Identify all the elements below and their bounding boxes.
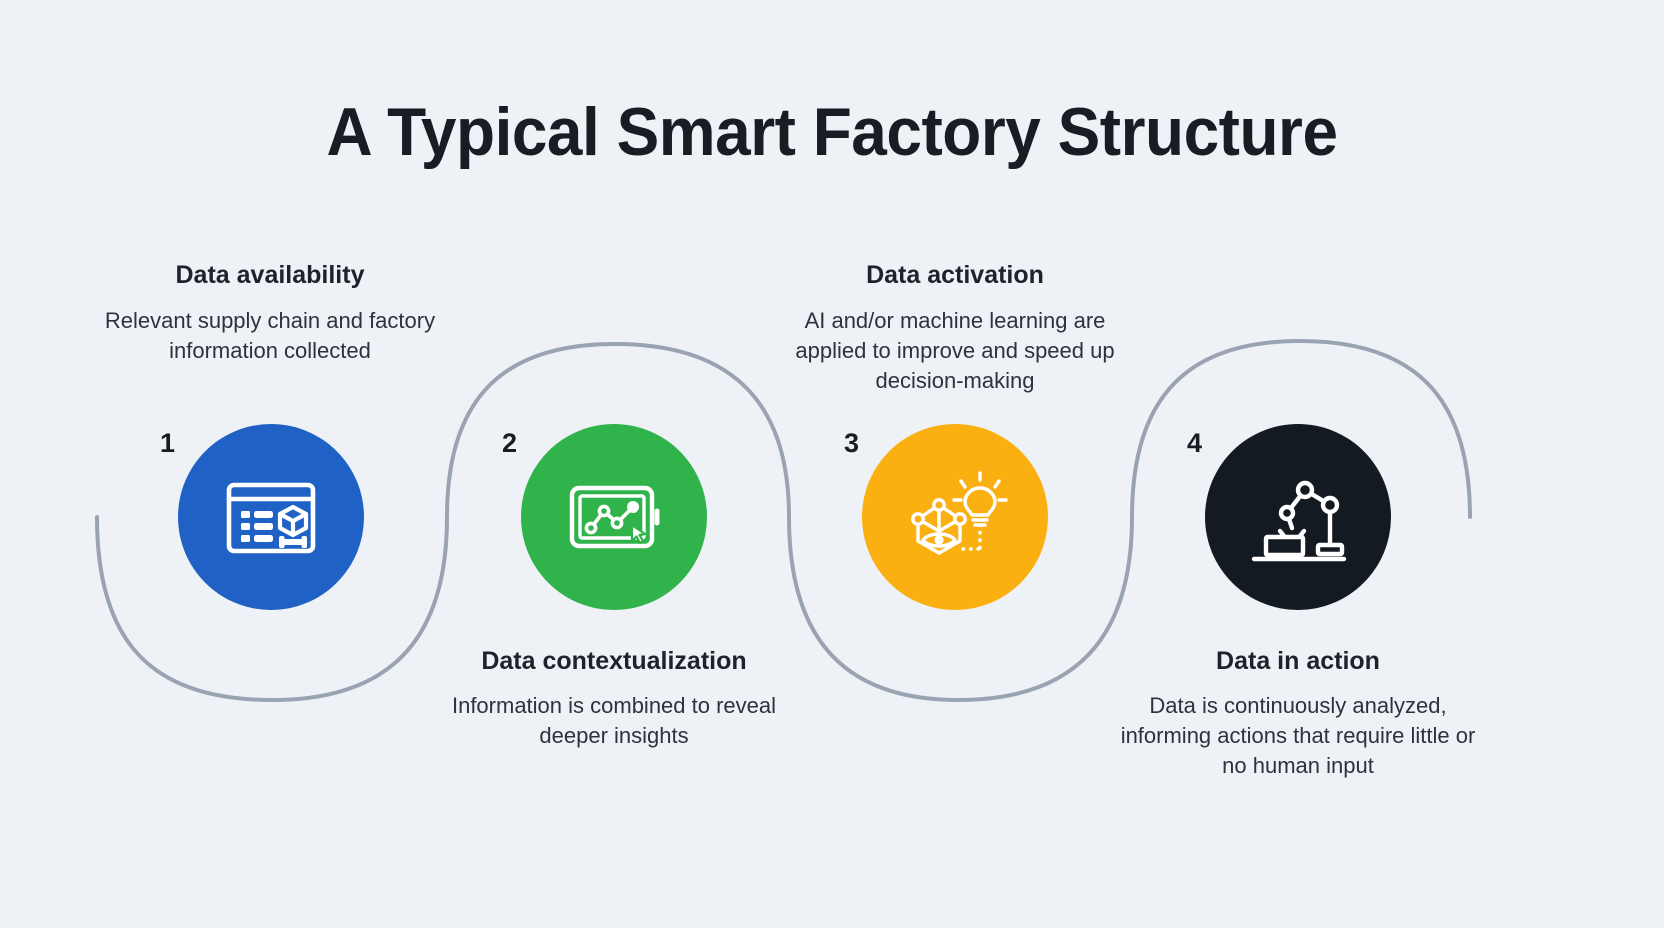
step-4-number: 4	[1187, 428, 1203, 458]
step-1-label: Data availability	[175, 261, 365, 289]
step-4-description: Data is continuously analyzed, informing…	[1120, 693, 1476, 778]
step-1-number: 1	[160, 428, 176, 458]
step-4-label: Data in action	[1216, 647, 1380, 675]
step-2-description: Information is combined to reveal deeper…	[451, 693, 777, 748]
step-3-label: Data activation	[866, 261, 1044, 289]
browser-window-box-icon	[226, 482, 316, 554]
step-3-icon-circle[interactable]	[862, 424, 1048, 610]
step-2-icon-circle[interactable]	[521, 424, 707, 610]
step-3-description: AI and/or machine learning are applied t…	[795, 308, 1115, 393]
step-4-icon-circle[interactable]	[1205, 424, 1391, 610]
tablet-line-chart-cursor-icon	[569, 485, 660, 549]
neural-network-lightbulb-icon	[911, 471, 1008, 555]
step-1-description: Relevant supply chain and factory inform…	[104, 308, 436, 363]
step-3-number: 3	[844, 428, 860, 458]
step-2-number: 2	[502, 428, 518, 458]
step-1-icon-circle[interactable]	[178, 424, 364, 610]
page-title: A Typical Smart Factory Structure	[326, 94, 1338, 170]
robot-arm-icon	[1251, 480, 1347, 562]
step-2-label: Data contextualization	[481, 647, 747, 675]
